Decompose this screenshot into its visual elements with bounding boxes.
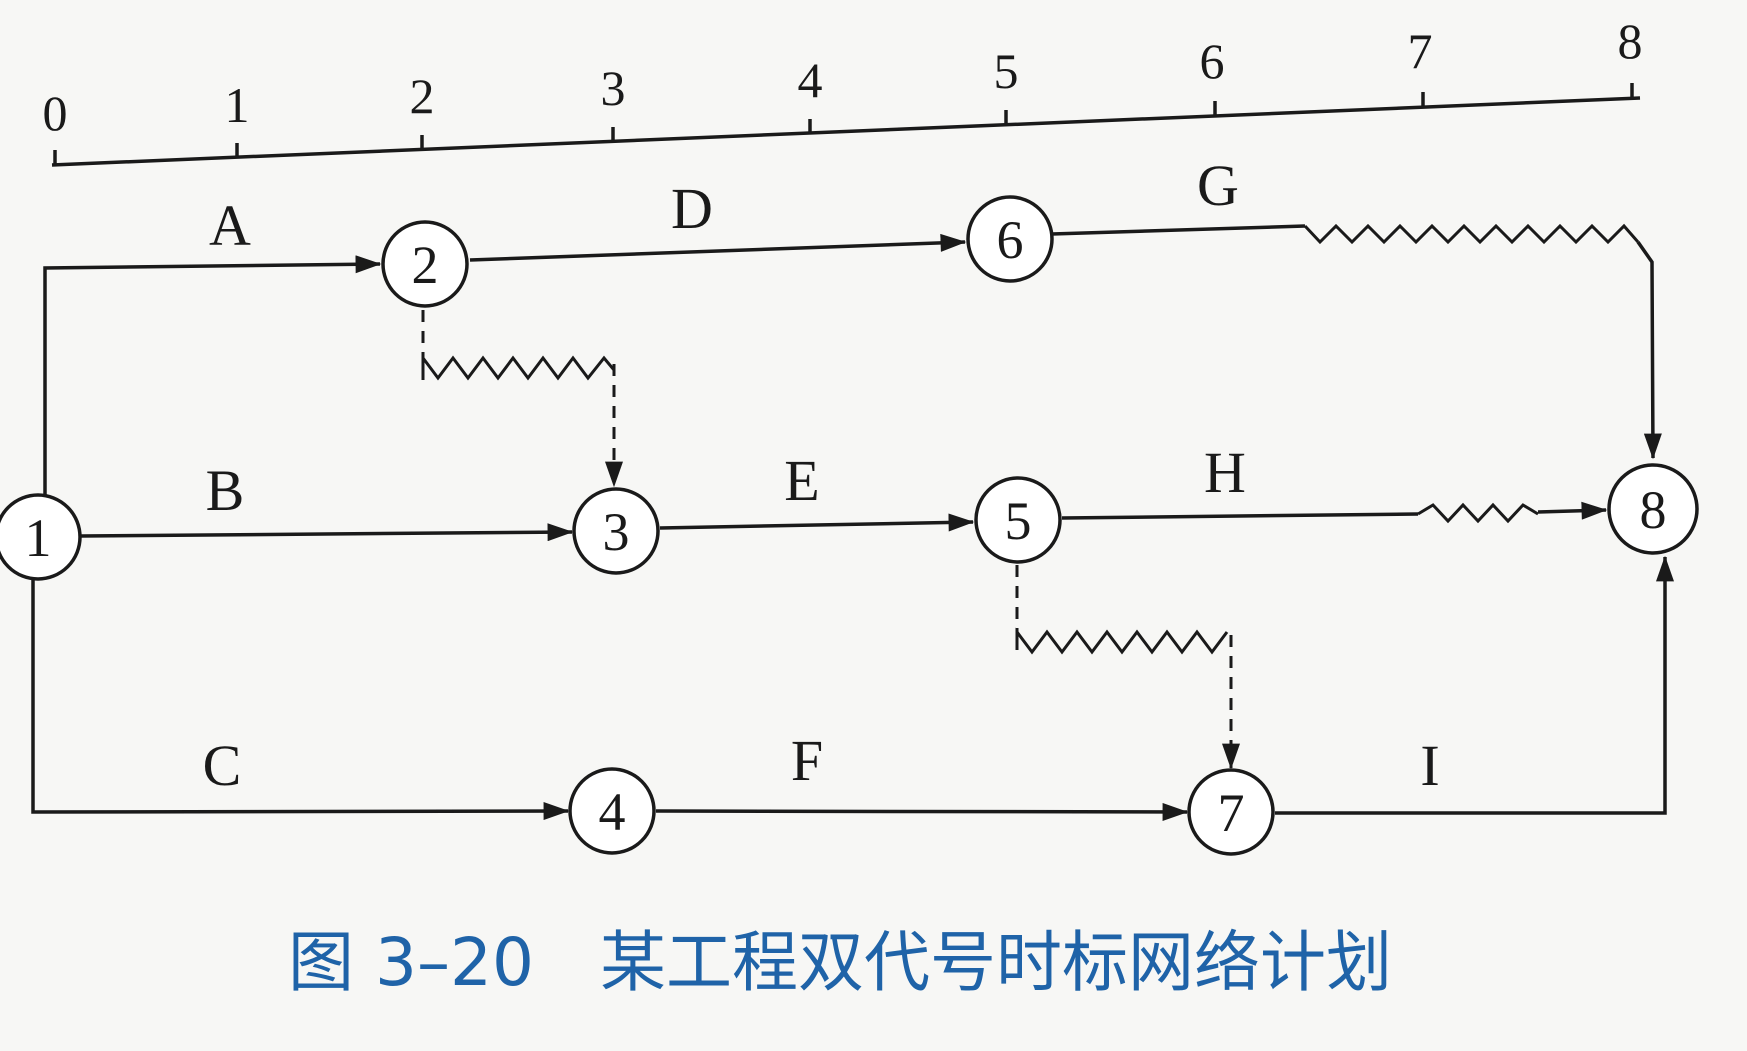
activity-label-D: D xyxy=(671,176,713,241)
tick-label-7: 7 xyxy=(1408,23,1433,79)
float-tail-G xyxy=(1636,240,1662,460)
tick-label-0: 0 xyxy=(43,85,68,141)
activity-labels: A B C D E F G H I xyxy=(203,153,1440,798)
node-3: 3 xyxy=(572,487,660,575)
activity-label-G: G xyxy=(1197,153,1239,218)
tick-label-3: 3 xyxy=(601,60,626,116)
activity-arrow-I xyxy=(1275,555,1674,815)
float-wave-dummy-2-3 xyxy=(421,353,616,381)
node-5: 5 xyxy=(974,476,1062,564)
node-label-5: 5 xyxy=(1005,491,1032,551)
activity-arrow-E xyxy=(659,513,975,532)
activity-arrow-F xyxy=(655,802,1189,821)
nodes: 1 2 3 4 5 6 7 8 xyxy=(0,195,1699,856)
node-1: 1 xyxy=(0,493,82,581)
float-wave-G xyxy=(1303,223,1640,245)
node-label-6: 6 xyxy=(997,210,1024,270)
node-6: 6 xyxy=(966,195,1054,283)
node-8: 8 xyxy=(1607,463,1699,555)
tick-label-1: 1 xyxy=(225,77,250,133)
time-scale: 0 1 2 3 4 5 6 7 8 xyxy=(43,13,1643,167)
node-7: 7 xyxy=(1187,768,1275,856)
dummy-activities xyxy=(421,310,1240,770)
node-label-2: 2 xyxy=(412,235,439,295)
activity-arrow-B xyxy=(80,523,574,542)
tick-label-8: 8 xyxy=(1618,13,1643,69)
node-4: 4 xyxy=(568,767,656,855)
tick-marks xyxy=(53,83,1634,165)
activity-label-H: H xyxy=(1204,440,1246,505)
float-wave-H xyxy=(1417,502,1539,524)
activity-arrow-H xyxy=(1061,512,1419,520)
activity-arrow-D xyxy=(469,233,967,262)
node-label-1: 1 xyxy=(25,508,52,568)
node-label-8: 8 xyxy=(1640,480,1667,540)
float-tail-H xyxy=(1537,501,1608,520)
tick-label-2: 2 xyxy=(410,68,435,124)
node-label-4: 4 xyxy=(599,782,626,842)
activity-arrow-A xyxy=(43,255,382,497)
tick-label-4: 4 xyxy=(798,52,823,108)
node-label-7: 7 xyxy=(1218,783,1245,843)
tick-label-5: 5 xyxy=(994,43,1019,99)
activity-label-B: B xyxy=(206,458,245,523)
activity-label-E: E xyxy=(784,448,819,513)
float-wave-dummy-5-7 xyxy=(1015,627,1229,655)
activity-arrows xyxy=(31,223,1674,821)
activity-label-A: A xyxy=(209,193,251,258)
activity-label-I: I xyxy=(1420,733,1439,798)
time-axis-line xyxy=(51,96,1641,167)
activity-label-F: F xyxy=(791,728,823,793)
activity-label-C: C xyxy=(203,733,242,798)
node-2: 2 xyxy=(381,220,469,308)
activity-arrow-C xyxy=(31,576,570,821)
tick-label-6: 6 xyxy=(1200,33,1225,89)
activity-arrow-G xyxy=(1051,224,1306,236)
figure-caption: 图 3–20 某工程双代号时标网络计划 xyxy=(288,924,1392,1001)
node-label-3: 3 xyxy=(603,502,630,562)
